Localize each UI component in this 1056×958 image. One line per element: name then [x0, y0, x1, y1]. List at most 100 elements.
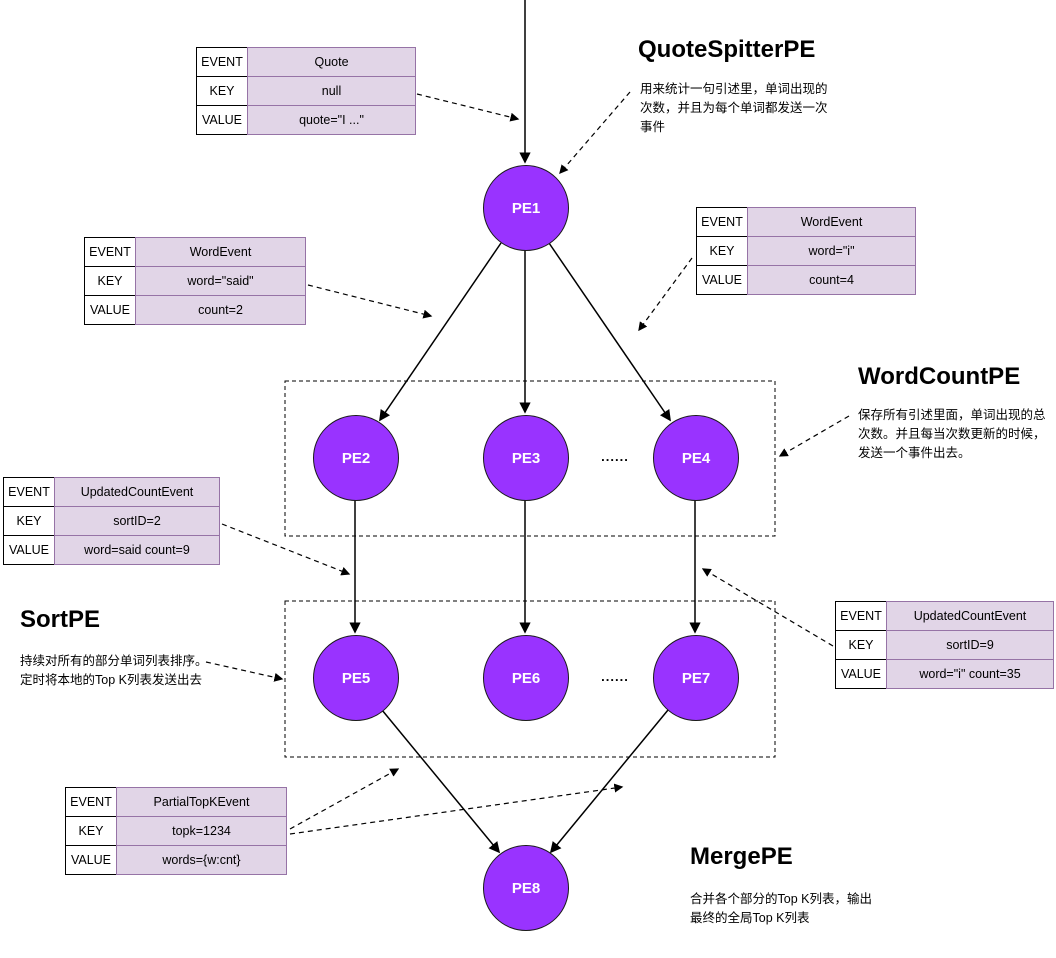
- connector-updatedcount-i: [701, 568, 834, 647]
- sort-group-box: [284, 600, 776, 758]
- row-value: null: [247, 76, 416, 106]
- row-label: EVENT: [696, 207, 748, 237]
- node-pe2: PE2: [313, 415, 399, 501]
- desc-quotespitterpe: 用来统计一句引述里，单词出现的 次数，并且为每个单词都发送一次 事件: [640, 82, 828, 134]
- node-pe3: PE3: [483, 415, 569, 501]
- desc-wordcountpe: 保存所有引述里面，单词出现的总 次数。并且每当次数更新的时候， 发送一个事件出去…: [858, 408, 1046, 460]
- node-pe7: PE7: [653, 635, 739, 721]
- node-label: PE6: [511, 669, 541, 687]
- row-value: word="said": [135, 266, 306, 296]
- node-pe8: PE8: [483, 845, 569, 931]
- node-pe4: PE4: [653, 415, 739, 501]
- node-pe1: PE1: [483, 165, 569, 251]
- row-label: KEY: [3, 506, 55, 536]
- node-label: PE7: [681, 669, 711, 687]
- row-label: KEY: [696, 236, 748, 266]
- title-mergepe: MergePE: [690, 843, 793, 870]
- connector-wordcount-desc: [778, 415, 850, 457]
- connector-quote-table: [416, 93, 520, 122]
- row-label: VALUE: [696, 265, 748, 295]
- row-label: VALUE: [835, 659, 887, 689]
- title-quotespitterpe: QuoteSpitterPE: [638, 36, 816, 63]
- title-sortpe: SortPE: [20, 606, 101, 633]
- connector-partialtopk-right: [289, 783, 624, 835]
- row-value: word=said count=9: [54, 535, 220, 565]
- row-label: VALUE: [196, 105, 248, 135]
- node-label: PE2: [341, 449, 371, 467]
- row-value: count=2: [135, 295, 306, 325]
- node-label: PE5: [341, 669, 371, 687]
- row-value: PartialTopKEvent: [116, 787, 287, 817]
- edge-pe5-pe8: [381, 709, 501, 854]
- connector-wordevent-said: [307, 284, 433, 319]
- row-value: Quote: [247, 47, 416, 77]
- node-label: PE1: [511, 199, 541, 217]
- row-value: sortID=9: [886, 630, 1054, 660]
- row-label: EVENT: [65, 787, 117, 817]
- row-value: count=4: [747, 265, 916, 295]
- edge-pe1-pe4: [548, 242, 671, 422]
- connector-wordevent-i: [638, 257, 693, 332]
- row-label: KEY: [835, 630, 887, 660]
- row-value: UpdatedCountEvent: [886, 601, 1054, 631]
- title-wordcountpe: WordCountPE: [858, 363, 1021, 390]
- row-value: words={w:cnt}: [116, 845, 287, 875]
- row-value: word="i": [747, 236, 916, 266]
- ellipsis-sort: ......: [601, 669, 629, 684]
- row-value: UpdatedCountEvent: [54, 477, 220, 507]
- row-label: EVENT: [835, 601, 887, 631]
- row-value: WordEvent: [135, 237, 306, 267]
- row-label: KEY: [196, 76, 248, 106]
- desc-mergepe: 合并各个部分的Top K列表，输出 最终的全局Top K列表: [690, 892, 872, 925]
- row-value: quote="I ...": [247, 105, 416, 135]
- row-label: VALUE: [3, 535, 55, 565]
- ellipsis-wordcount: ......: [601, 449, 629, 464]
- row-label: EVENT: [3, 477, 55, 507]
- connector-updatedcount-said: [221, 523, 351, 576]
- node-pe6: PE6: [483, 635, 569, 721]
- row-value: sortID=2: [54, 506, 220, 536]
- node-pe5: PE5: [313, 635, 399, 721]
- row-label: KEY: [65, 816, 117, 846]
- row-value: topk=1234: [116, 816, 287, 846]
- desc-sortpe: 持续对所有的部分单词列表排序。 定时将本地的Top K列表发送出去: [20, 654, 208, 687]
- row-label: EVENT: [84, 237, 136, 267]
- row-label: VALUE: [65, 845, 117, 875]
- edge-pe7-pe8: [549, 709, 669, 854]
- row-label: VALUE: [84, 295, 136, 325]
- connector-quotespitter-desc: [559, 91, 631, 175]
- node-label: PE4: [681, 449, 711, 467]
- edge-pe1-pe2: [379, 242, 502, 422]
- connector-sort-desc: [205, 661, 284, 682]
- row-label: KEY: [84, 266, 136, 296]
- row-label: EVENT: [196, 47, 248, 77]
- row-value: word="i" count=35: [886, 659, 1054, 689]
- node-label: PE8: [511, 879, 541, 897]
- wordcount-group-box: [284, 380, 776, 537]
- node-label: PE3: [511, 449, 541, 467]
